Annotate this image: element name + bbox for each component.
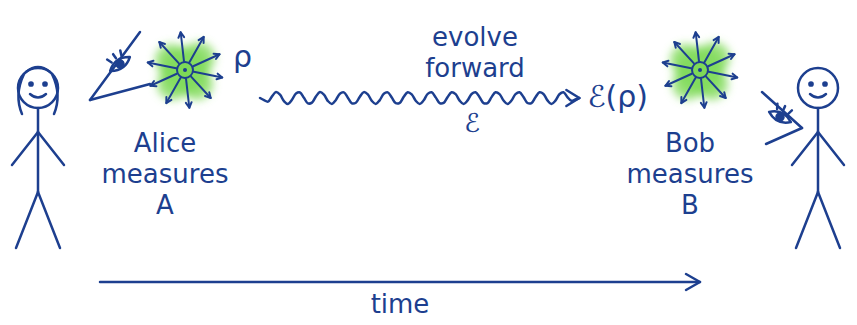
alice-figure <box>12 67 64 248</box>
time-arrow <box>100 274 700 290</box>
quantum-state: ℰ(ρ) <box>579 22 748 122</box>
state-symbol: ρ <box>233 40 252 74</box>
bob-figure <box>792 68 844 248</box>
state-symbol: ℰ(ρ) <box>587 80 648 114</box>
bob-eye <box>762 92 802 144</box>
state-blob <box>137 22 233 118</box>
alice-eye <box>90 32 150 100</box>
edge-label: evolve forward <box>400 22 550 84</box>
state-blob <box>652 22 748 118</box>
annotation-text: time <box>340 289 460 320</box>
quantum-state: ρ <box>137 22 260 118</box>
annotation-text: Alice measures A <box>90 128 240 221</box>
evolution-arrow <box>260 90 579 106</box>
annotation-text: ℰ <box>442 108 502 139</box>
annotation-text: Bob measures B <box>615 128 765 221</box>
